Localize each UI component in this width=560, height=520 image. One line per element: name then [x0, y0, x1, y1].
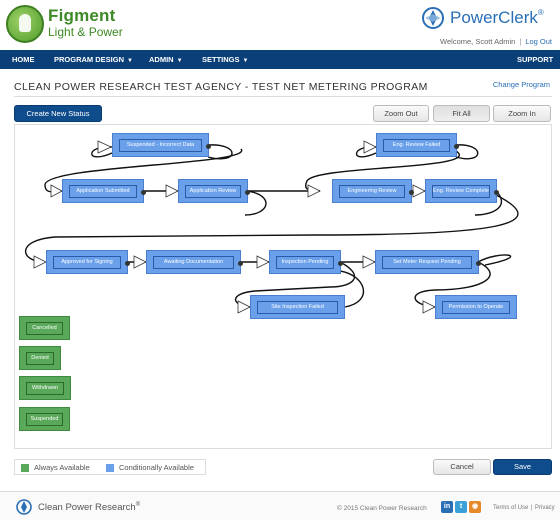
status-node-always[interactable]: Denied: [19, 346, 61, 370]
connector-dot: [454, 144, 459, 149]
twitter-icon[interactable]: t: [455, 501, 467, 513]
status-node[interactable]: Site Inspection Failed: [250, 295, 345, 319]
footer-company: Clean Power Research®: [38, 502, 141, 513]
status-label: Eng. Review Complete: [432, 185, 490, 198]
always-available-swatch: [21, 464, 29, 472]
connector-dot: [245, 190, 250, 195]
privacy-link[interactable]: Privacy: [535, 505, 555, 511]
connector-dot: [494, 190, 499, 195]
status-node-always[interactable]: Cancelled: [19, 316, 70, 340]
status-node[interactable]: Awaiting Documentation: [146, 250, 243, 274]
always-available-label: Always Available: [34, 463, 90, 472]
chevron-down-icon: ▼: [127, 58, 133, 64]
app-name: PowerClerk®: [450, 8, 544, 27]
status-node[interactable]: Permission to Operate: [435, 295, 517, 319]
conditionally-available-swatch: [106, 464, 114, 472]
status-node[interactable]: Eng. Review Failed: [376, 133, 459, 157]
status-label: Eng. Review Failed: [383, 139, 450, 152]
connector-dot: [476, 261, 481, 266]
status-label: Awaiting Documentation: [153, 256, 234, 269]
connector-dot: [125, 261, 130, 266]
logout-link[interactable]: Log Out: [525, 37, 552, 46]
workflow-canvas[interactable]: Suspended - Incorrect Data Eng. Review F…: [14, 124, 552, 449]
status-node[interactable]: Application Submitted: [62, 179, 146, 203]
fit-all-button[interactable]: Fit All: [433, 105, 490, 122]
app-header: Figment Light & Power PowerClerk® Welcom…: [0, 0, 560, 50]
status-label: Suspended: [26, 413, 63, 426]
welcome-text: Welcome, Scott Admin: [440, 37, 516, 46]
page-title: CLEAN POWER RESEARCH TEST AGENCY - TEST …: [14, 81, 428, 93]
workflow-connectors: [24, 140, 519, 314]
status-label: Cancelled: [26, 322, 63, 335]
status-label: Permission to Operate: [442, 301, 510, 314]
status-label: Engineering Review: [339, 185, 405, 198]
status-node[interactable]: Suspended - Incorrect Data: [112, 133, 211, 157]
chevron-down-icon: ▼: [176, 58, 183, 64]
footer: Clean Power Research® © 2015 Clean Power…: [0, 491, 560, 520]
main-nav: HOME PROGRAM DESIGN▼ ADMIN▼ SETTINGS▼ SU…: [0, 50, 560, 69]
brand-name: Figment: [48, 6, 116, 25]
connector-dot: [141, 190, 146, 195]
conditionally-available-label: Conditionally Available: [119, 463, 194, 472]
status-label: Set Meter Request Pending: [382, 256, 472, 269]
status-label: Application Submitted: [69, 185, 137, 198]
status-label: Inspection Pending: [276, 256, 334, 269]
footer-separator: |: [531, 505, 533, 511]
copyright: © 2015 Clean Power Research: [337, 505, 427, 512]
status-node[interactable]: Set Meter Request Pending: [375, 250, 481, 274]
status-label: Site Inspection Failed: [257, 301, 338, 314]
connector-dot: [409, 190, 414, 195]
status-node[interactable]: Inspection Pending: [269, 250, 343, 274]
brand-subtitle: Light & Power: [48, 25, 123, 39]
connector-dot: [338, 261, 343, 266]
status-node[interactable]: Engineering Review: [332, 179, 414, 203]
nav-home[interactable]: HOME: [12, 55, 35, 64]
status-node-always[interactable]: Suspended: [19, 407, 70, 431]
clean-power-research-logo-icon: [16, 499, 32, 515]
rss-icon[interactable]: ◉: [469, 501, 481, 513]
legend: Always Available Conditionally Available: [14, 459, 206, 475]
cancel-button[interactable]: Cancel: [433, 459, 491, 475]
lightbulb-icon: [6, 5, 44, 43]
status-node[interactable]: Eng. Review Complete: [425, 179, 499, 203]
linkedin-icon[interactable]: in: [441, 501, 453, 513]
status-label: Denied: [26, 352, 54, 365]
status-label: Withdrawn: [26, 382, 64, 395]
status-label: Approved for Signing: [53, 256, 121, 269]
connector-dot: [206, 144, 211, 149]
save-button[interactable]: Save: [493, 459, 552, 475]
zoom-in-button[interactable]: Zoom In: [493, 105, 551, 122]
nav-settings[interactable]: SETTINGS▼: [202, 55, 249, 64]
nav-program-design[interactable]: PROGRAM DESIGN▼: [54, 55, 133, 64]
connector-dot: [238, 261, 243, 266]
status-node[interactable]: Application Review: [178, 179, 250, 203]
nav-admin[interactable]: ADMIN▼: [149, 55, 183, 64]
divider: [14, 96, 552, 97]
user-welcome: Welcome, Scott Admin|Log Out: [440, 37, 552, 46]
terms-link[interactable]: Terms of Use: [493, 505, 529, 511]
chevron-down-icon: ▼: [242, 58, 249, 64]
status-node-always[interactable]: Withdrawn: [19, 376, 71, 400]
nav-support[interactable]: SUPPORT: [517, 55, 554, 64]
change-program-link[interactable]: Change Program: [492, 80, 550, 89]
powerclerk-logo-icon: [422, 7, 444, 29]
create-new-status-button[interactable]: Create New Status: [14, 105, 102, 122]
zoom-out-button[interactable]: Zoom Out: [373, 105, 429, 122]
status-label: Application Review: [185, 185, 241, 198]
status-node[interactable]: Approved for Signing: [46, 250, 130, 274]
status-label: Suspended - Incorrect Data: [119, 139, 202, 152]
